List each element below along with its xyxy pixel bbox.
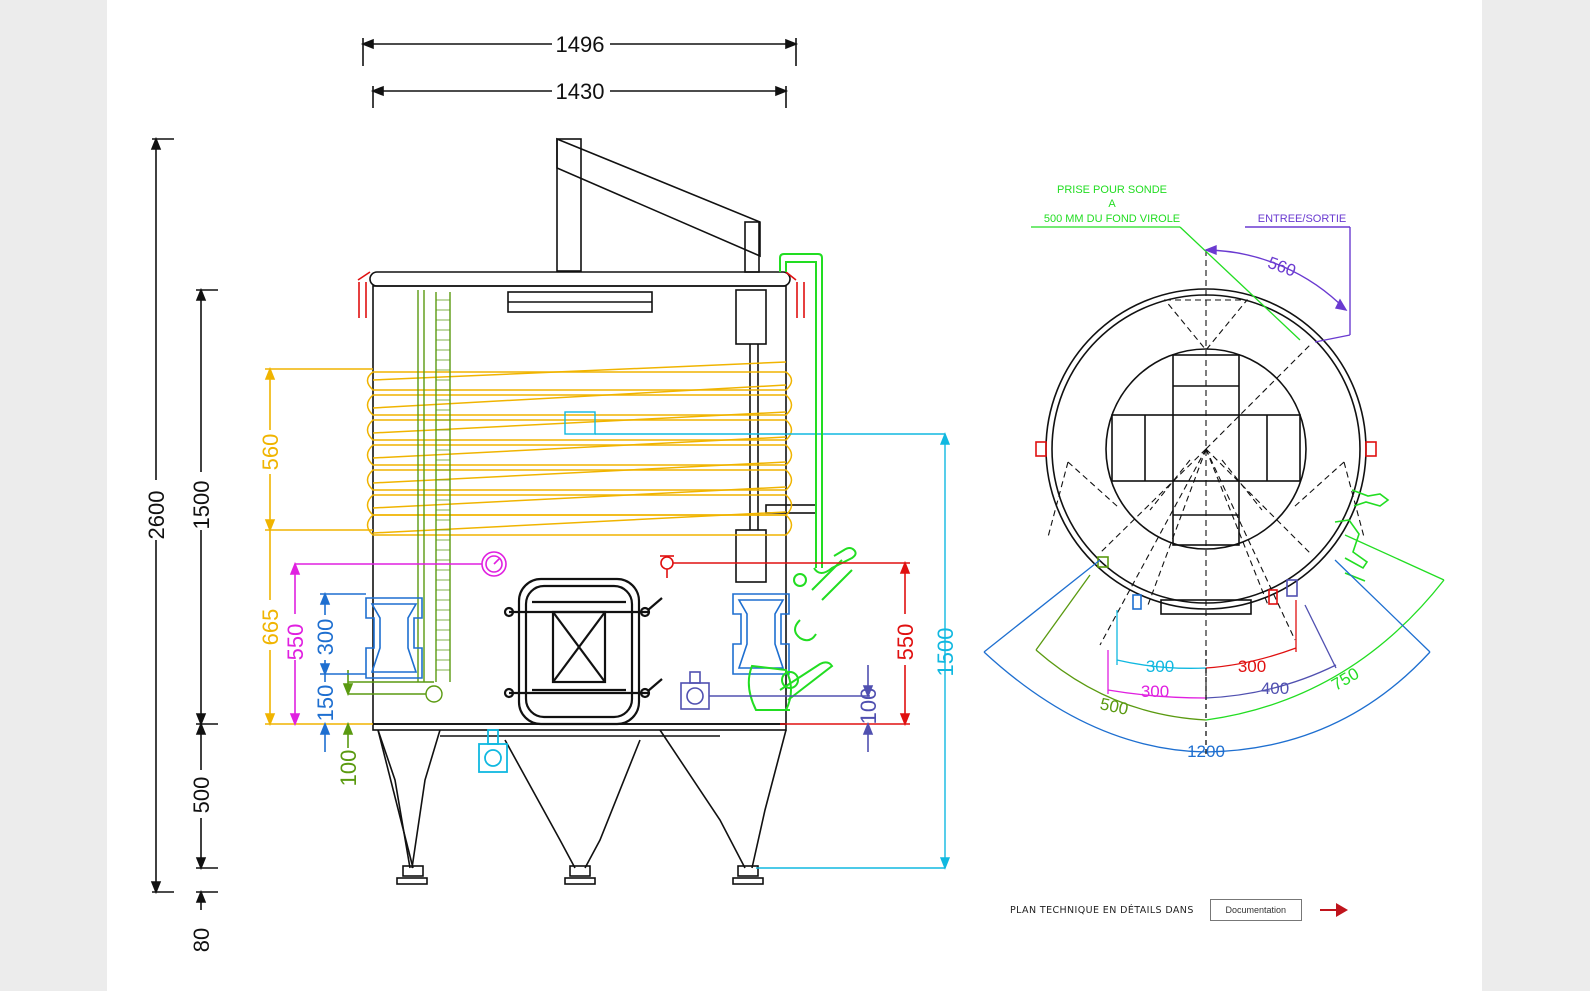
probe-note-line1: PRISE POUR SONDE — [1057, 184, 1167, 196]
dim-550-thermometer: 550 — [283, 624, 308, 661]
dimension-overall-width — [360, 38, 799, 66]
inlet-outlet-leader — [1204, 226, 1351, 343]
lid-brackets — [357, 271, 805, 318]
dimension-shell-height — [195, 287, 218, 727]
dim-300-sight: 300 — [313, 619, 338, 656]
probe-pocket — [564, 411, 951, 870]
dim-300-red: 300 — [1238, 657, 1266, 676]
dimension-foot-height — [195, 889, 218, 910]
dim-80: 80 — [189, 928, 214, 952]
dim-300-cyan: 300 — [1146, 657, 1174, 676]
outlet-valve — [680, 665, 874, 752]
plan-details-label: PLAN TECHNIQUE EN DÉTAILS DANS — [1010, 904, 1194, 916]
side-lugs — [1035, 441, 1377, 457]
sight-glasses — [319, 591, 790, 752]
dim-1500-probe: 1500 — [933, 628, 958, 677]
dimension-total-height — [150, 136, 174, 895]
dim-1500-left: 1500 — [189, 481, 214, 530]
probe-note-line2: A — [1108, 198, 1116, 210]
dim-300-magenta: 300 — [1141, 682, 1169, 701]
probe-note-leader — [1031, 226, 1301, 341]
level-gauge-ticks — [436, 299, 450, 671]
dim-500-legs: 500 — [189, 777, 214, 814]
front-view: 1496 1430 2600 1500 — [144, 32, 958, 952]
dim-550-valve: 550 — [893, 624, 918, 661]
sampling-valve — [660, 555, 911, 727]
dimension-arcs — [983, 534, 1445, 756]
raising-arm — [556, 137, 817, 583]
dim-2600: 2600 — [144, 491, 169, 540]
documentation-footer: PLAN TECHNIQUE EN DÉTAILS DANS Documenta… — [1010, 898, 1350, 922]
tank-legs — [377, 729, 787, 885]
dim-100-outlet: 100 — [856, 688, 881, 725]
dimension-jacket — [264, 366, 373, 727]
dim-560-jacket: 560 — [258, 434, 283, 471]
probe-note-line3: 500 MM DU FOND VIROLE — [1044, 213, 1180, 225]
dim-750: 750 — [1328, 664, 1362, 695]
dim-500-olive: 500 — [1098, 694, 1130, 718]
thermometer — [289, 551, 507, 727]
cooling-jacket — [366, 361, 793, 536]
ring-valves — [1097, 489, 1390, 610]
top-view: 560 — [983, 184, 1445, 761]
manhole — [503, 577, 663, 726]
right-arrow-icon[interactable] — [1318, 900, 1350, 920]
dim-150: 150 — [313, 685, 338, 722]
dimension-inner-width — [370, 85, 789, 108]
pump-over-pipe — [747, 253, 857, 711]
inlet-outlet-note: ENTREE/SORTIE — [1258, 213, 1346, 225]
drain-valve — [478, 729, 508, 773]
dim-1200: 1200 — [1187, 742, 1225, 761]
dim-560-arc: 560 — [1265, 253, 1298, 281]
dim-400: 400 — [1261, 679, 1289, 698]
dim-1430: 1430 — [556, 79, 605, 104]
documentation-button[interactable]: Documentation — [1209, 899, 1302, 921]
hidden-lines — [1047, 250, 1365, 700]
tank-body — [369, 271, 791, 731]
dim-100-level: 100 — [336, 750, 361, 787]
dim-665: 665 — [258, 609, 283, 646]
dim-1496: 1496 — [556, 32, 605, 57]
dimension-leg-height — [195, 721, 218, 871]
level-gauge — [348, 290, 451, 703]
